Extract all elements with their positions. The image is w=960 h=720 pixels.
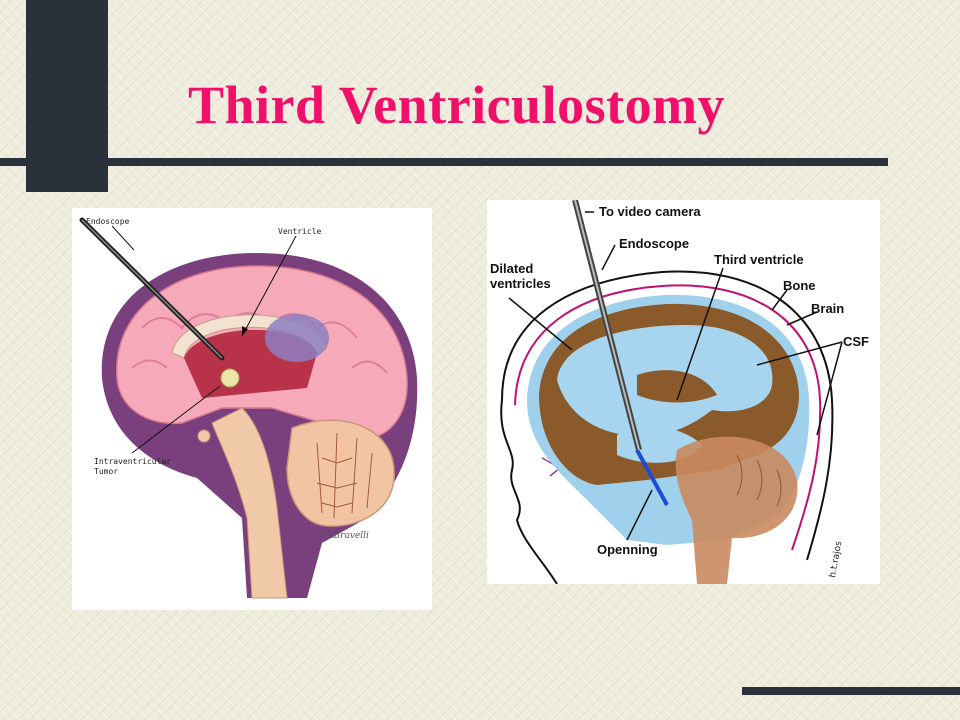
label-bone: Bone (783, 278, 816, 293)
label-brain: Brain (811, 301, 844, 316)
brain-sagittal-illustration: ©T.Bravelli Endoscope Ventricle Intraven… (72, 208, 432, 610)
label-csf: CSF (843, 334, 869, 349)
opening-mark (635, 449, 669, 506)
cerebellum (286, 419, 395, 527)
label-ventricle: Ventricle (278, 227, 322, 236)
label-endoscope-right: Endoscope (619, 236, 689, 251)
title-underline-rule (0, 158, 888, 166)
label-openning: Openning (597, 542, 658, 557)
svg-text:h.t.rajos: h.t.rajos (828, 540, 844, 578)
label-tumor-line1: Intraventricular (94, 457, 171, 466)
lateral-ventricle (265, 314, 329, 362)
cerebellum-stem (675, 436, 798, 584)
bottom-accent-rule (742, 687, 960, 695)
label-tumor-line2: Tumor (94, 467, 118, 476)
face-profile (500, 399, 558, 584)
label-endoscope: Endoscope (86, 217, 130, 226)
slide-title: Third Ventriculostomy (188, 75, 726, 135)
skin-outline (501, 270, 834, 561)
tumor (220, 368, 240, 388)
label-dilated-line1: Dilated (490, 261, 533, 276)
svg-text:©T.Bravelli: ©T.Bravelli (317, 531, 369, 541)
brainstem (211, 407, 288, 599)
label-third-ventricle: Third ventricle (714, 252, 804, 267)
ventriculostomy-schematic: h.t.rajos To video camera Endoscope Thir… (487, 200, 880, 584)
label-video-camera: To video camera (599, 204, 701, 219)
label-dilated-line2: ventricles (490, 276, 551, 291)
